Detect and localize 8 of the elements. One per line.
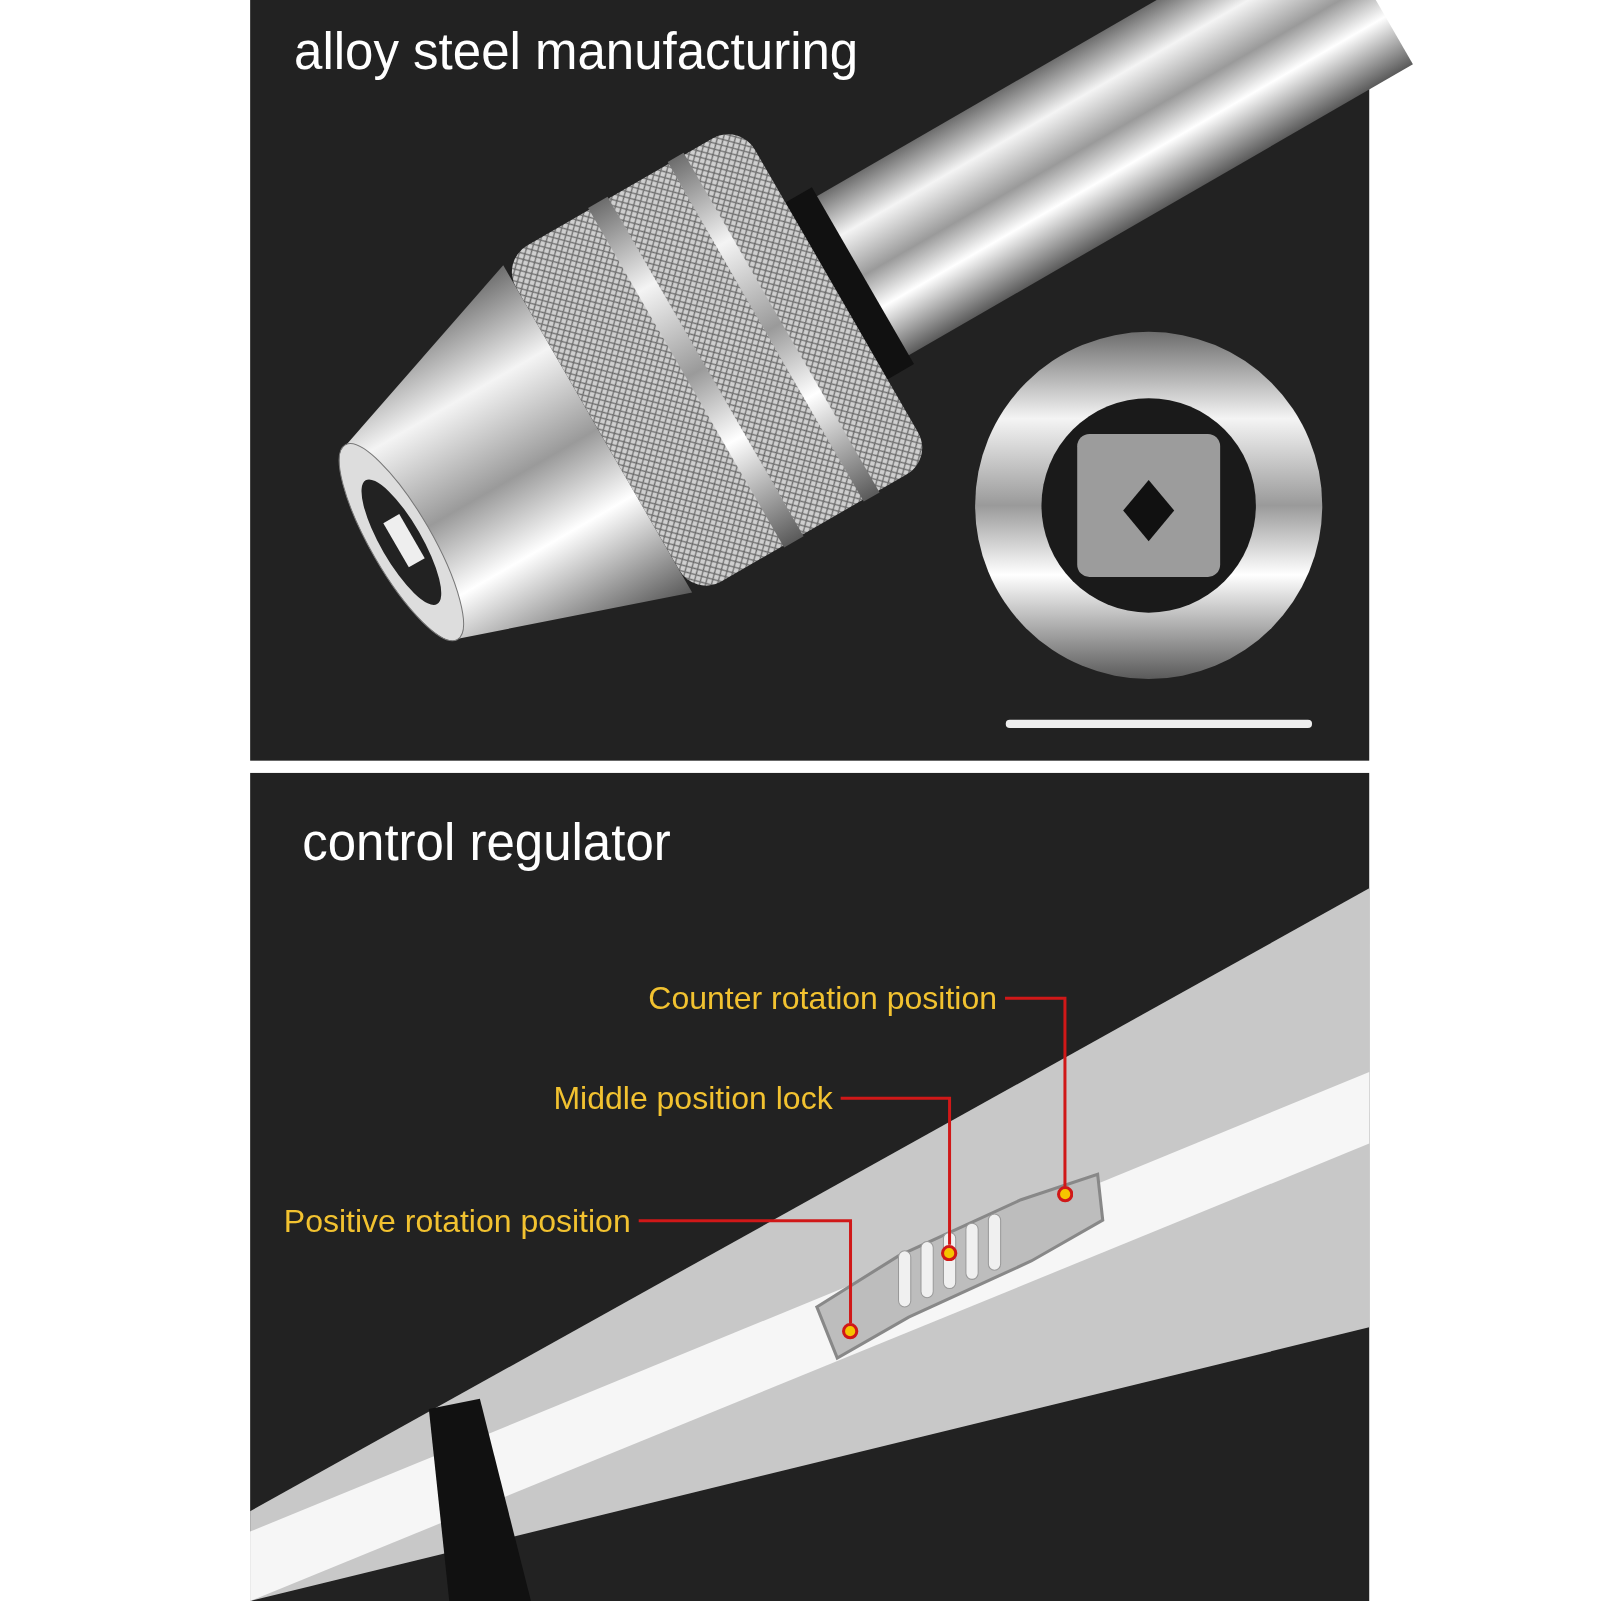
marker-dot [1056,1186,1074,1203]
leader-line [1005,996,1067,1187]
callout-label: Middle position lock [553,1082,833,1115]
callout-label: Counter rotation position [648,982,997,1015]
leader-line [840,1096,952,1245]
callout-label: Positive rotation position [283,1204,631,1237]
marker-dot [842,1323,859,1340]
marker-dot [941,1244,958,1261]
